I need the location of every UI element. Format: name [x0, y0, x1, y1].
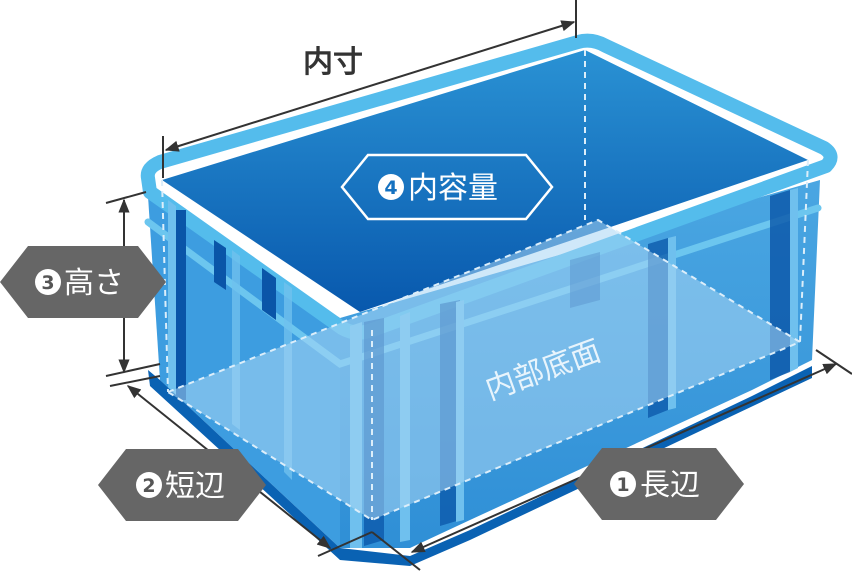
height-label: 高さ: [64, 266, 124, 301]
capacity-label: 内容量: [408, 171, 498, 206]
long-side-label: 長辺: [640, 468, 700, 503]
inner-dimension-arrow: [162, 0, 577, 178]
long-side-number-badge: [610, 471, 636, 497]
height-tag: 3 高さ: [0, 246, 166, 318]
short-side-number: 2: [142, 475, 155, 497]
capacity-tag: 4 内容量: [340, 153, 554, 221]
capacity-number-badge: [378, 174, 404, 200]
interior-opening: [162, 50, 808, 312]
long-side-tag: 1 長辺: [574, 448, 744, 520]
capacity-number: 4: [384, 177, 397, 199]
short-side-number-badge: [136, 472, 162, 498]
short-side-label: 短辺: [165, 469, 225, 504]
inner-dimension-label: 内寸: [303, 45, 363, 80]
height-number: 3: [41, 272, 54, 294]
short-side-tag: 2 短辺: [98, 449, 266, 521]
height-number-badge: [35, 269, 61, 295]
long-side-number: 1: [616, 474, 629, 496]
